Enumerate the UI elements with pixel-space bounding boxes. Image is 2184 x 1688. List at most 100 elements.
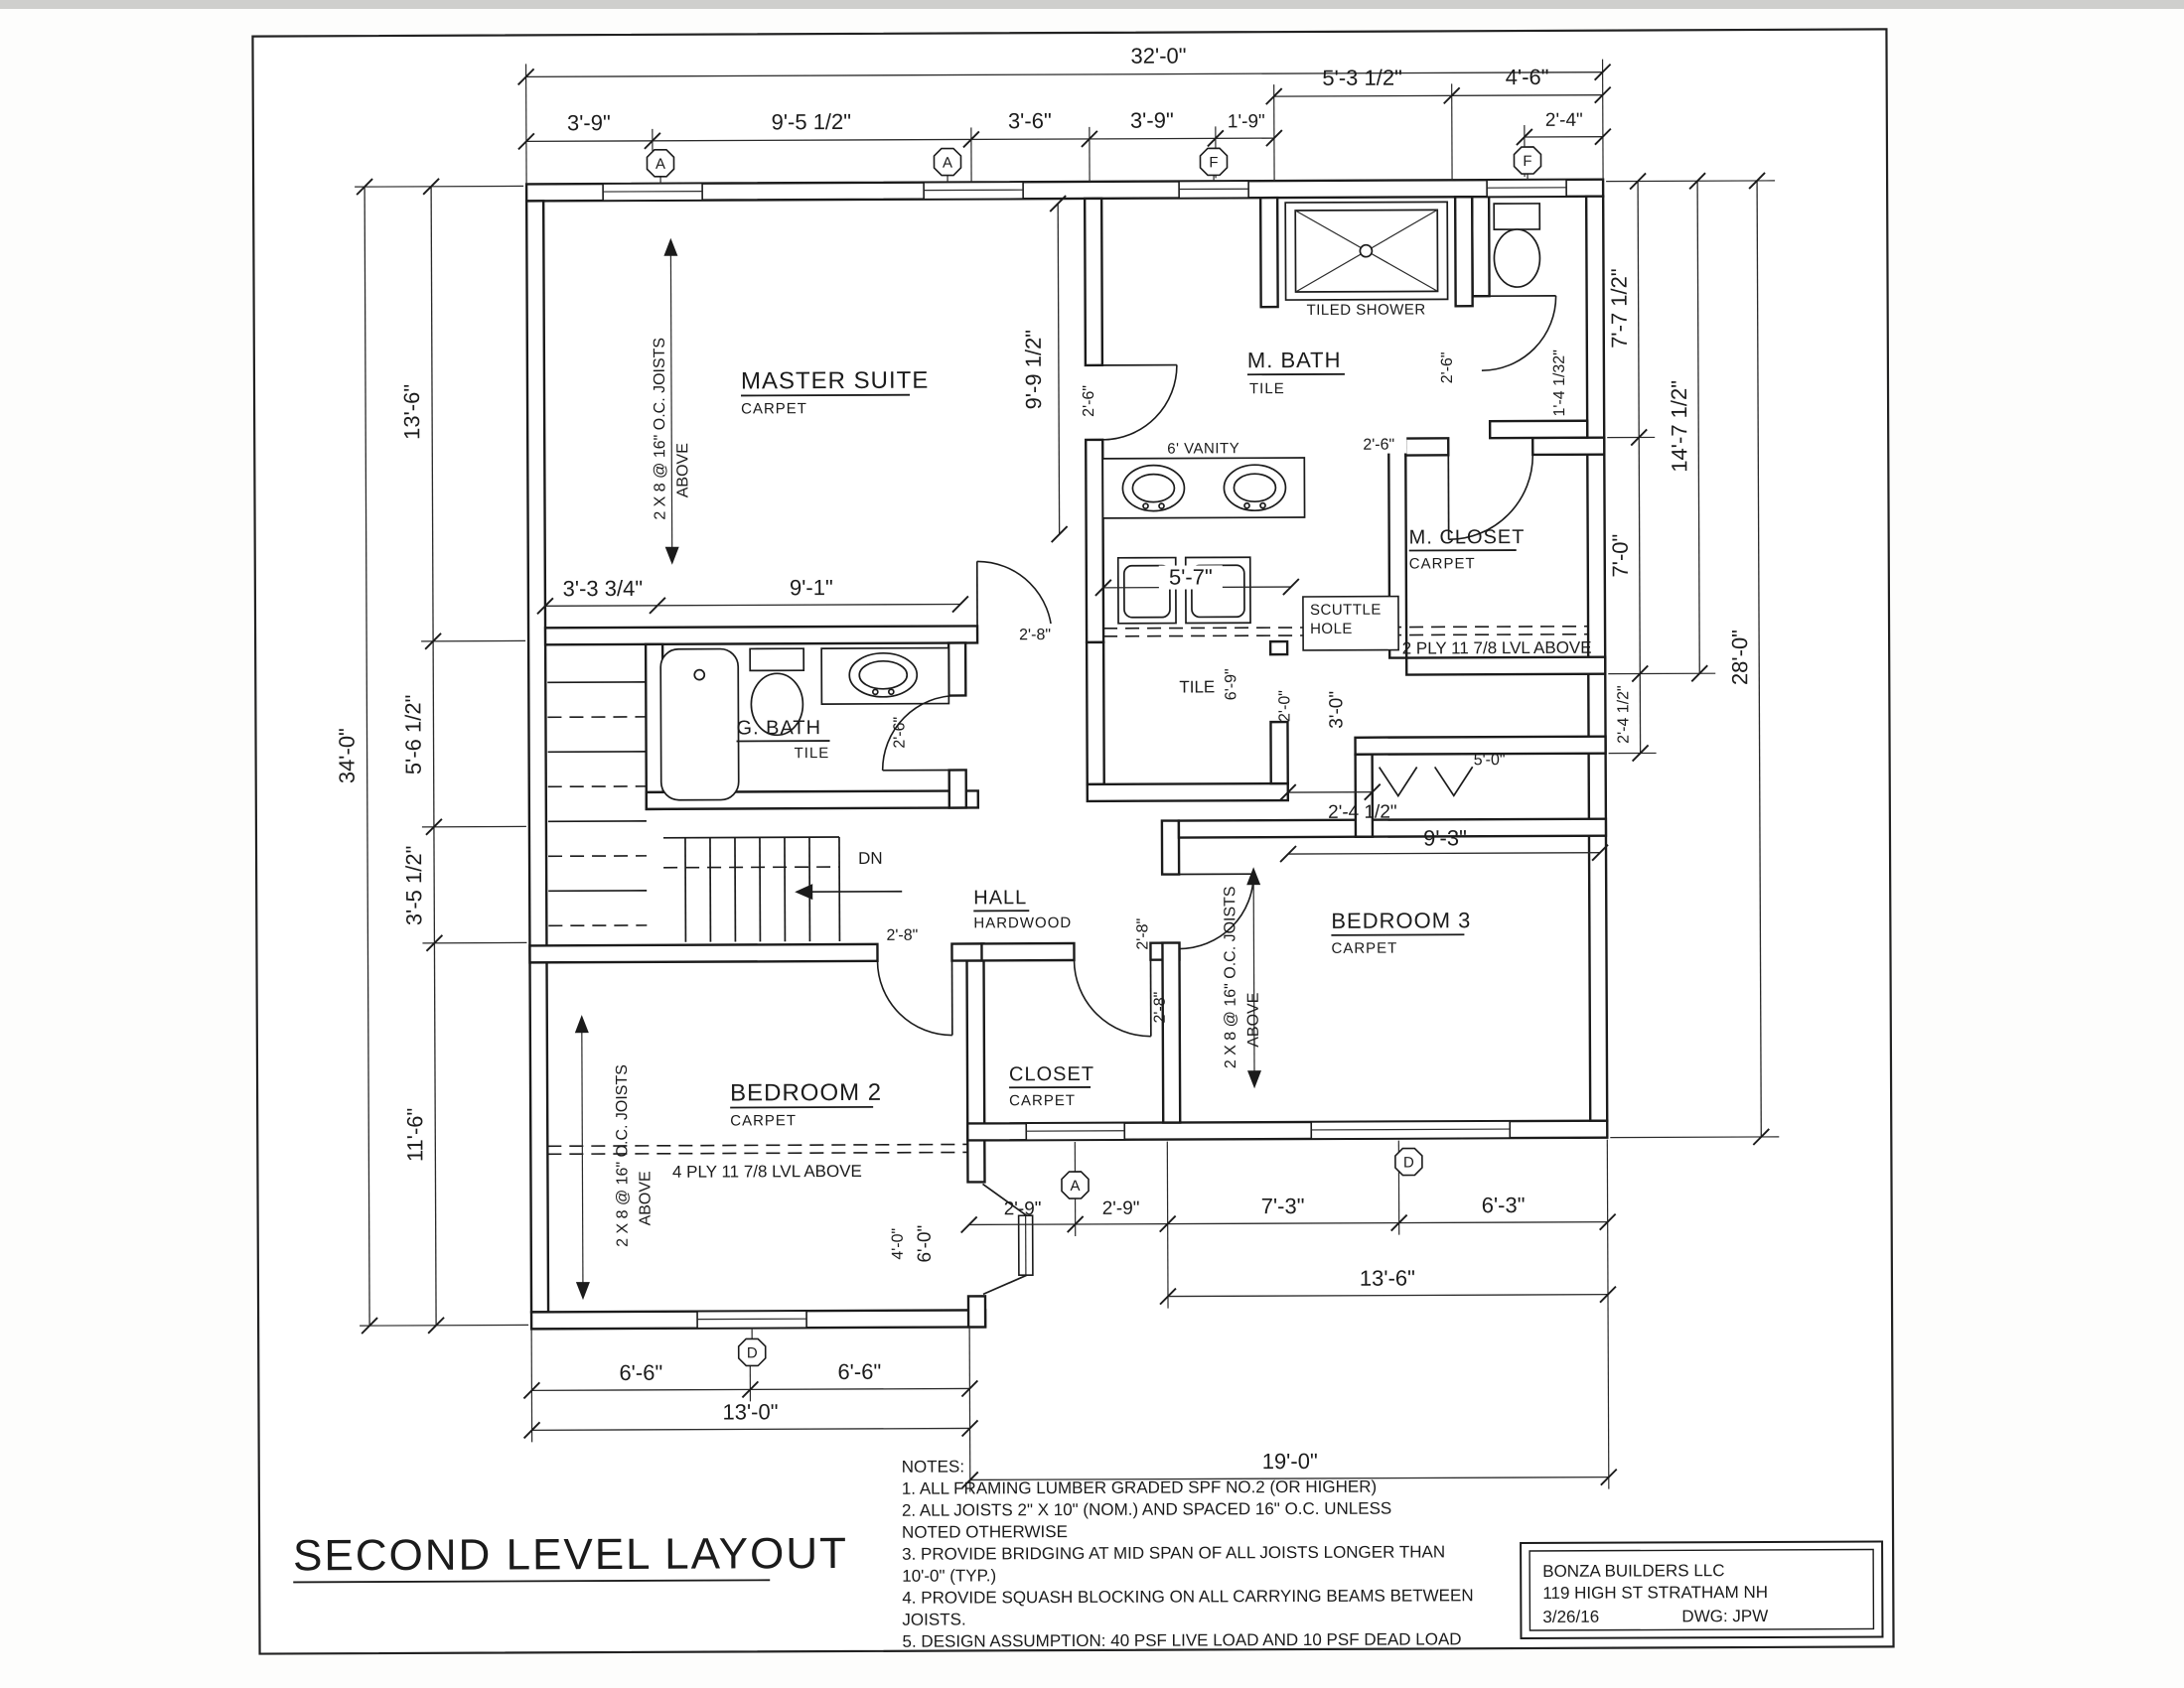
- label-scuttle-1: SCUTTLE: [1310, 602, 1382, 619]
- washer: [1116, 556, 1177, 625]
- dim-door26-gbath: 2'-6": [891, 717, 908, 749]
- note-line: 2. ALL JOISTS 2" X 10" (NOM.) AND SPACED…: [902, 1499, 1391, 1520]
- dim-b3-w: 9'-3": [1423, 825, 1467, 850]
- fixtures: [659, 201, 1541, 801]
- room-finish-master: CARPET: [741, 400, 807, 417]
- title-block: BONZA BUILDERS LLC 119 HIGH ST STRATHAM …: [1520, 1540, 1884, 1640]
- dim-door28-bed2: 2'-8": [886, 927, 918, 944]
- window: [1486, 179, 1567, 198]
- sheet-title: SECOND LEVEL LAYOUT: [293, 1529, 848, 1584]
- dim-door26-wc: 2'-6": [1439, 352, 1456, 383]
- drawing-author: DWG: JPW: [1681, 1607, 1768, 1625]
- marker-a-2: A: [933, 147, 962, 183]
- note-line: 5. DESIGN ASSUMPTION: 40 PSF LIVE LOAD A…: [902, 1629, 1461, 1650]
- svg-text:F: F: [1523, 153, 1531, 170]
- room-name-mbath: M. BATH: [1247, 348, 1342, 372]
- bay-window: [981, 1183, 1034, 1296]
- dim-left-3: 3'-5 1/2": [401, 846, 426, 926]
- note-line: 3. PROVIDE BRIDGING AT MID SPAN OF ALL J…: [902, 1542, 1445, 1563]
- label-joists-bed2: 2 X 8 @ 16" O.C. JOISTS: [614, 1064, 632, 1247]
- dim-top-4: 3'-9": [1130, 108, 1174, 133]
- room-labels: MASTER SUITE CARPET M. BATH TILE M. CLOS…: [730, 348, 1525, 1130]
- label-dn: DN: [858, 849, 883, 868]
- label-joists-master-2: ABOVE: [674, 443, 691, 497]
- dim-m2: 9'-1": [790, 575, 833, 600]
- door-swing: [975, 560, 1053, 636]
- label-joists-bed3-2: ABOVE: [1245, 993, 1262, 1048]
- door-swing: [1073, 959, 1152, 1038]
- dims-bottom: 6'-6" 6'-6" 13'-0" 2'-9" 2'-9" 7'-3" 6'-…: [522, 1139, 1618, 1492]
- dim-m1: 3'-3 3/4": [563, 576, 644, 601]
- dim-top-3: 3'-6": [1008, 108, 1052, 133]
- dim-right-3: 7'-0": [1608, 534, 1633, 578]
- note-line: NOTED OTHERWISE: [902, 1522, 1068, 1542]
- dim-door30: 3'-0": [1326, 691, 1347, 729]
- door-swing: [1179, 873, 1254, 950]
- label-vanity: 6' VANITY: [1167, 440, 1239, 457]
- label-tiled-shower: TILED SHOWER: [1307, 301, 1426, 319]
- dim-top-7: 4'-6": [1506, 65, 1549, 89]
- dim-br-1: 2'-9": [1004, 1198, 1042, 1219]
- dim-right-2: 14'-7 1/2": [1667, 380, 1691, 473]
- dim-laundry-d: 6'-9": [1223, 668, 1239, 700]
- dims-interior: 3'-3 3/4" 9'-1" 9'-9 1/2" 5'-7" 2'-4 1/2…: [536, 195, 1609, 1263]
- dim-left-overall: 34'-0": [334, 728, 359, 783]
- dim-door28-closet: 2'-8": [1152, 992, 1169, 1024]
- marker-a-3: A: [1061, 1171, 1090, 1199]
- company-address: 119 HIGH ST STRATHAM NH: [1542, 1583, 1768, 1603]
- marker-f-2: F: [1513, 146, 1542, 180]
- joist-span-arrows: [574, 237, 1261, 1301]
- dim-top-6: 5'-3 1/2": [1322, 66, 1402, 90]
- marker-d-2: D: [1394, 1147, 1423, 1177]
- window: [1025, 1121, 1126, 1142]
- door-swing: [1101, 363, 1178, 441]
- svg-text:D: D: [1403, 1155, 1414, 1172]
- scuttle-hole-box: [1302, 595, 1399, 651]
- dim-br-3: 7'-3": [1261, 1194, 1305, 1218]
- room-finish-bed2: CARPET: [730, 1112, 797, 1129]
- dim-top-1: 3'-9": [567, 110, 611, 135]
- dim-br-2: 2'-9": [1102, 1198, 1140, 1219]
- room-name-gbath: G. BATH: [736, 717, 821, 739]
- dim-left-2: 5'-6 1/2": [400, 695, 425, 775]
- room-finish-bed3: CARPET: [1331, 940, 1397, 957]
- scan-artifact: [0, 0, 2184, 9]
- dim-bl-2: 6'-6": [837, 1359, 881, 1384]
- label-lvl2: 2 PLY 11 7/8 LVL ABOVE: [1402, 638, 1592, 658]
- dim-top-8: 2'-4": [1545, 110, 1583, 131]
- dim-closet-w: 5'-0": [1474, 752, 1506, 769]
- label-laundry-tile: TILE: [1179, 677, 1215, 696]
- svg-text:F: F: [1209, 154, 1218, 171]
- label-lvl4: 4 PLY 11 7/8 LVL ABOVE: [672, 1162, 862, 1182]
- marker-f-1: F: [1199, 147, 1229, 182]
- room-name-bed2: BEDROOM 2: [730, 1079, 882, 1107]
- dim-br-mid: 13'-6": [1360, 1265, 1415, 1290]
- window: [1178, 180, 1249, 200]
- marker-d-1: D: [737, 1328, 767, 1367]
- dim-door28-bed3: 2'-8": [1134, 918, 1151, 950]
- dim-right-1: 7'-7 1/2": [1606, 268, 1631, 349]
- label-scuttle-2: HOLE: [1310, 621, 1353, 637]
- room-name-closet: CLOSET: [1009, 1063, 1094, 1085]
- dim-door26-mcl: 2'-6": [1363, 437, 1394, 454]
- dims-left: 34'-0" 13'-6" 5'-6 1/2" 3'-5 1/2" 11'-6": [334, 178, 529, 1335]
- dim-bl-overall: 13'-0": [722, 1399, 778, 1424]
- door-swing: [881, 694, 957, 772]
- room-finish-hall: HARDWOOD: [973, 914, 1072, 931]
- vanity-counter: [1101, 457, 1306, 519]
- svg-text:A: A: [655, 156, 665, 173]
- dim-bay-h: 6'-0": [915, 1225, 936, 1263]
- dim-vanity-w: 5'-7": [1169, 564, 1213, 589]
- svg-text:A: A: [943, 155, 952, 172]
- dim-bay-s: 4'-0": [890, 1228, 907, 1260]
- note-line: 1. ALL FRAMING LUMBER GRADED SPF NO.2 (O…: [902, 1477, 1377, 1498]
- svg-text:A: A: [1070, 1178, 1080, 1195]
- note-line: 4. PROVIDE SQUASH BLOCKING ON ALL CARRYI…: [902, 1586, 1473, 1608]
- room-finish-closet: CARPET: [1009, 1092, 1076, 1109]
- drawing-date: 3/26/16: [1542, 1608, 1599, 1626]
- dim-top-2: 9'-5 1/2": [772, 109, 852, 134]
- door-swing: [876, 960, 953, 1037]
- window: [696, 1310, 807, 1330]
